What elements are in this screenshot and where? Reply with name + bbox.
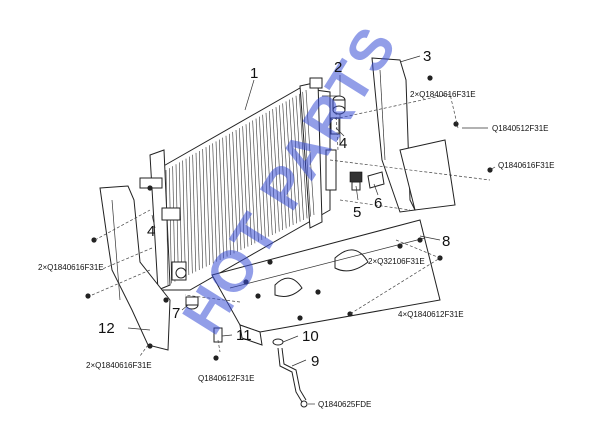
bracket-4-right	[330, 117, 340, 135]
condenser-fin	[219, 139, 224, 259]
condenser-fin	[195, 152, 200, 271]
condenser-fin	[285, 101, 294, 226]
callout-8: 8	[442, 233, 450, 250]
bolt-icon	[453, 121, 459, 127]
condenser-fin	[252, 120, 259, 242]
condenser-fin	[199, 150, 204, 269]
part-number-d: 2×Q1840616F31E	[38, 263, 104, 272]
bolt-icon	[315, 289, 321, 295]
callout-6: 6	[374, 195, 382, 212]
bolt-icon	[267, 259, 273, 265]
condenser-fin	[192, 154, 197, 272]
condenser-fin	[222, 137, 228, 257]
right-side-seal	[371, 57, 456, 213]
condenser-fin	[235, 129, 242, 251]
condenser-fin	[279, 105, 287, 229]
bolt-icon	[397, 243, 403, 249]
condenser-fin	[175, 164, 179, 281]
callout-5: 5	[353, 204, 361, 221]
condenser-fin	[259, 116, 266, 239]
condenser-fin	[239, 128, 245, 249]
condenser-fin	[189, 156, 193, 274]
condenser-fins	[165, 89, 315, 286]
bolt-icon	[255, 293, 261, 299]
condenser-fin	[262, 114, 270, 237]
condenser-fin	[205, 147, 211, 266]
condenser-fin	[275, 107, 284, 231]
bolt-icon	[417, 237, 423, 243]
clip-10	[272, 338, 284, 346]
condenser-fin	[202, 149, 207, 267]
callout-4-left: 4	[147, 223, 155, 240]
condenser-fin	[255, 118, 263, 241]
lower-deflector-panel	[211, 219, 441, 346]
callout-4-right: 4	[339, 135, 347, 152]
part-number-i: Q1840625FDE	[318, 400, 371, 409]
condenser-fin	[169, 168, 172, 284]
assembly-lines	[91, 93, 491, 357]
condenser-assembly	[139, 77, 341, 291]
part-number-b: Q1840512F31E	[492, 124, 549, 133]
callout-7: 7	[172, 305, 180, 322]
bolt-icon	[147, 185, 153, 191]
condenser-fin	[182, 160, 186, 277]
bolt-icon	[91, 237, 97, 243]
condenser-fin	[242, 126, 249, 247]
bolt-icon	[347, 311, 353, 317]
part-number-e: 2×Q32106F31E	[368, 257, 425, 266]
condenser-fin	[215, 141, 221, 261]
part-number-g: 2×Q1840616F31E	[86, 361, 152, 370]
part-number-f: 4×Q1840612F31E	[398, 310, 464, 319]
leader-lines	[127, 55, 496, 405]
condenser-fin	[265, 112, 273, 236]
condenser-fin	[165, 169, 169, 286]
condenser-fin	[299, 93, 308, 219]
part-number-h: Q1840612F31E	[198, 374, 255, 383]
callout-1: 1	[250, 65, 258, 82]
condenser-fin	[289, 99, 297, 224]
part-number-labels: 2×Q1840616F31E Q1840512F31E Q1840616F31E…	[38, 90, 555, 409]
bolt-icon	[85, 293, 91, 299]
part-number-c: Q1840616F31E	[498, 161, 555, 170]
rubber-mount	[332, 95, 346, 115]
callout-10: 10	[302, 328, 319, 345]
callout-12: 12	[98, 320, 115, 337]
callout-2: 2	[334, 59, 342, 76]
bolt-icon	[427, 75, 433, 81]
condenser-fin	[269, 110, 277, 234]
condenser-fin	[179, 162, 183, 279]
condenser-fin	[212, 143, 217, 262]
bolt-icon	[147, 343, 153, 349]
bolt-icon	[213, 355, 219, 361]
condenser-fin	[302, 91, 311, 217]
condenser-fin	[245, 124, 252, 246]
bracket-6	[367, 171, 385, 189]
callout-11: 11	[236, 327, 252, 344]
bolt-icon	[163, 297, 169, 303]
condenser-fin	[232, 131, 238, 252]
condenser-fin	[209, 145, 214, 264]
condenser-fin	[272, 109, 280, 232]
condenser-fin	[305, 89, 315, 216]
left-side-seal	[99, 185, 171, 351]
condenser-fin	[295, 95, 304, 221]
grommet-7	[185, 296, 199, 310]
condenser-fin	[229, 133, 235, 254]
part-number-a: 2×Q1840616F31E	[410, 90, 476, 99]
condenser-fin	[282, 103, 290, 227]
condenser-fin	[249, 122, 256, 244]
bolt-icon	[243, 279, 249, 285]
pipe-9	[277, 347, 308, 408]
condenser-fin	[292, 97, 301, 222]
condenser-fin	[185, 158, 190, 276]
callout-3: 3	[423, 48, 431, 65]
callout-numbers: 1 2 3 4 4 5 6 7 8 9 10 11 12	[98, 48, 450, 370]
callout-9: 9	[311, 353, 319, 370]
condenser-fin	[225, 135, 231, 256]
bolt-icon	[297, 315, 303, 321]
